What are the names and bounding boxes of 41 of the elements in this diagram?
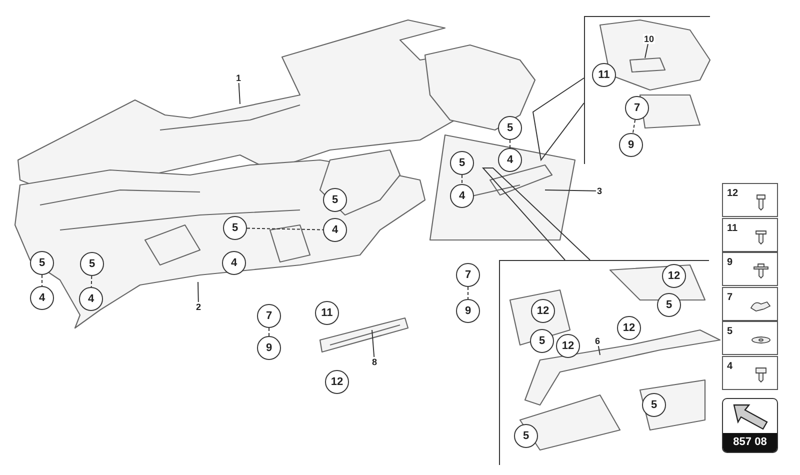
dashed-link-line xyxy=(90,276,92,288)
dashed-link-line xyxy=(632,119,636,134)
callout-number: 7 xyxy=(456,263,480,287)
dashed-link-line xyxy=(246,228,324,230)
callout-number: 7 xyxy=(257,304,281,328)
part-number: 6 xyxy=(594,336,602,346)
part-number: 10 xyxy=(643,34,656,44)
callout-number: 9 xyxy=(619,133,643,157)
leader-line xyxy=(198,282,199,302)
dashed-link-line xyxy=(268,328,270,336)
legend-text: 9 xyxy=(727,257,733,268)
part-number: 2 xyxy=(195,302,202,312)
legend-text: 7 xyxy=(727,292,733,302)
figure-number: 857 08 xyxy=(723,433,777,452)
legend-text: 4 xyxy=(727,360,733,372)
callout-number: 4 xyxy=(30,286,54,310)
leader-line xyxy=(598,346,600,356)
callout-number: 7 xyxy=(625,96,649,120)
callout-number: 5 xyxy=(657,293,681,317)
callout-number: 9 xyxy=(456,299,480,323)
legend-text: 11 xyxy=(727,222,738,234)
inset-frame xyxy=(584,16,710,164)
inset-frame xyxy=(499,260,709,465)
callout-number: 12 xyxy=(556,334,580,358)
callout-number: 11 xyxy=(315,301,339,325)
part-number: 1 xyxy=(235,73,242,83)
part-number: 8 xyxy=(371,357,378,367)
leader-line xyxy=(372,330,375,358)
callout-number: 5 xyxy=(530,329,554,353)
leader-line xyxy=(644,44,648,58)
leader-line xyxy=(238,82,240,104)
legend-text: 12 xyxy=(727,188,738,199)
part-number: 3 xyxy=(596,186,604,196)
callout-number: 5 xyxy=(514,424,538,448)
legend-text: 5 xyxy=(727,326,733,337)
leader-line xyxy=(544,190,596,192)
callout-number: 11 xyxy=(592,63,616,87)
callout-number: 12 xyxy=(325,370,349,394)
callout-number: 5 xyxy=(498,116,522,140)
callout-number: 9 xyxy=(257,336,281,360)
callout-number: 12 xyxy=(617,316,641,340)
